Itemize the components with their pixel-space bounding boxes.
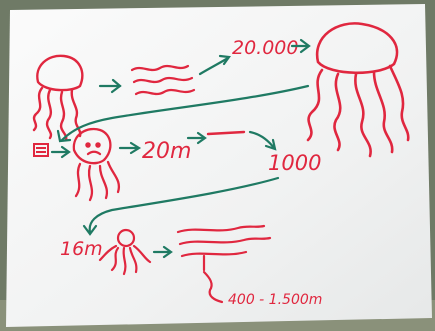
depth-16m-label: 16m bbox=[60, 238, 103, 260]
depth-range-label: 400 - 1.500m bbox=[228, 292, 322, 308]
count-20000-label: 20.000 bbox=[232, 37, 298, 59]
depth-20m-label: 20m bbox=[142, 139, 191, 164]
count-1000-label: 1000 bbox=[268, 151, 321, 175]
paper-sheet bbox=[6, 4, 432, 327]
